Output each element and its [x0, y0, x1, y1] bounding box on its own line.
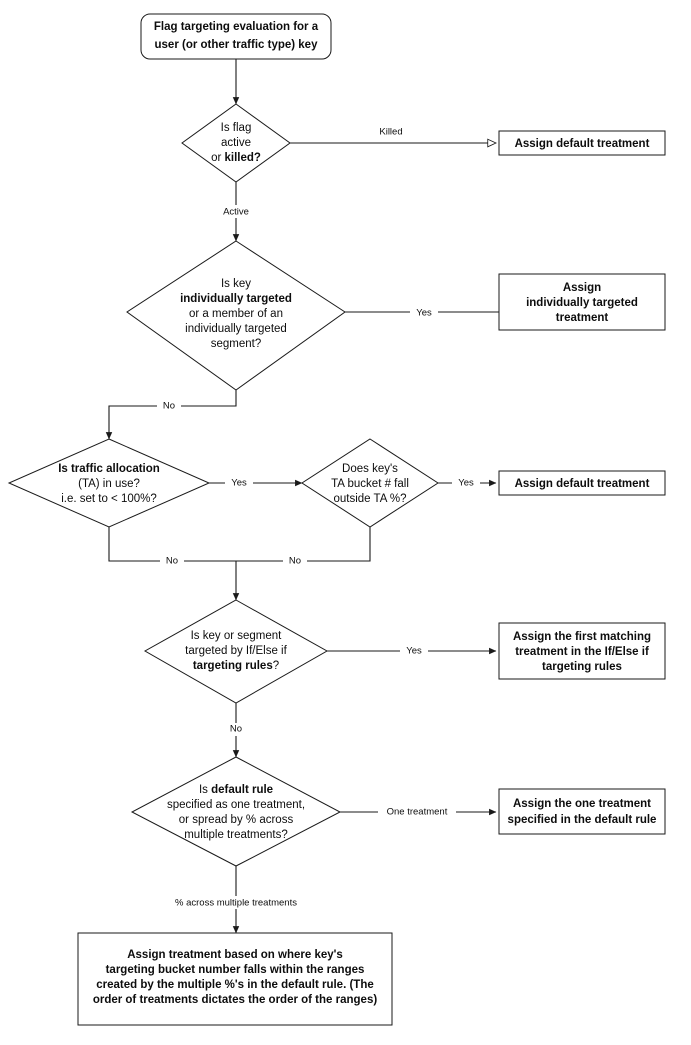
- d5-line-2-bold: targeting rules: [193, 660, 273, 672]
- d6-line-0: Is default rule: [199, 784, 273, 796]
- edge-label-yes-d2: Yes: [410, 306, 438, 319]
- t6-line-2: created by the multiple %'s in the defau…: [96, 979, 374, 991]
- node-t5-shape: [498, 788, 666, 835]
- d2-line-1: individually targeted: [180, 293, 292, 305]
- t2-line-1: individually targeted: [526, 297, 638, 309]
- node-start-label: Flag targeting evaluation for a user (or…: [154, 21, 319, 51]
- edge-label-yes-d5-text: Yes: [406, 646, 422, 657]
- t6-line-1: targeting bucket number falls within the…: [106, 964, 365, 976]
- d5-line-2: targeting rules?: [193, 660, 279, 672]
- edge-label-yes-d2-text: Yes: [416, 308, 432, 319]
- d4-line-1: TA bucket # fall: [331, 478, 409, 490]
- edge-label-active-text: Active: [223, 207, 249, 218]
- edge-label-no-d4-text: No: [289, 556, 301, 567]
- node-d4-label: Does key's TA bucket # fall outside TA %…: [331, 463, 409, 505]
- edge-label-no-d2-text: No: [163, 401, 175, 412]
- d2-line-3: individually targeted: [185, 323, 287, 335]
- edge-label-yes-d3-text: Yes: [231, 478, 247, 489]
- d5-line-0: Is key or segment: [191, 630, 283, 642]
- d3-line-2: i.e. set to < 100%?: [61, 493, 157, 505]
- d5-line-2-plain: ?: [273, 660, 279, 672]
- edge-label-one-treatment: One treatment: [378, 806, 456, 819]
- node-d3-label: Is traffic allocation (TA) in use? i.e. …: [58, 463, 160, 505]
- d6-line-0-plain: Is: [199, 784, 211, 796]
- node-t4-shape: [498, 622, 666, 680]
- t2-line-0: Assign: [563, 282, 601, 294]
- edge-label-no-d5-text: No: [230, 724, 242, 735]
- node-t6-label: Assign treatment based on where key's ta…: [93, 949, 378, 1006]
- d1-line-2-bold: killed?: [224, 152, 260, 164]
- node-d6-shape: [130, 756, 342, 867]
- t4-line-2: targeting rules: [542, 661, 622, 673]
- t1-line-0: Assign default treatment: [515, 138, 650, 150]
- t4-line-1: treatment in the If/Else if: [515, 646, 649, 658]
- node-d5-label: Is key or segment targeted by If/Else if…: [185, 630, 287, 672]
- edge-label-killed: Killed: [373, 125, 409, 138]
- d2-line-2: or a member of an: [189, 308, 283, 320]
- edge-label-pct-across-text: % across multiple treatments: [175, 898, 297, 909]
- node-t5-label: Assign the one treatment specified in th…: [508, 798, 657, 826]
- edge-label-one-treatment-text: One treatment: [387, 807, 448, 818]
- t6-line-3: order of treatments dictates the order o…: [93, 994, 378, 1006]
- node-t3-label: Assign default treatment: [515, 478, 650, 490]
- edge-label-yes-d3: Yes: [225, 477, 253, 490]
- edge-label-no-d3-text: No: [166, 556, 178, 567]
- node-d1-shape: [181, 103, 291, 183]
- d1-line-0: Is flag: [221, 122, 252, 134]
- d1-line-2-plain: or: [211, 152, 224, 164]
- t3-line-0: Assign default treatment: [515, 478, 650, 490]
- connector-d4-no-to-merge: [236, 527, 371, 562]
- edge-label-yes-d4: Yes: [452, 477, 480, 490]
- t6-line-0: Assign treatment based on where key's: [127, 949, 343, 961]
- start-line-1: user (or other traffic type) key: [155, 39, 319, 51]
- node-d6-label: Is default rule specified as one treatme…: [167, 784, 305, 841]
- node-d2-label: Is key individually targeted or a member…: [180, 278, 292, 350]
- d6-line-3: multiple treatments?: [184, 829, 288, 841]
- start-line-0: Flag targeting evaluation for a: [154, 21, 319, 33]
- node-t2-label: Assign individually targeted treatment: [526, 282, 638, 324]
- d5-line-1: targeted by If/Else if: [185, 645, 287, 657]
- d3-line-0: Is traffic allocation: [58, 463, 160, 475]
- edge-label-yes-d4-text: Yes: [458, 478, 474, 489]
- t2-line-2: treatment: [556, 312, 609, 324]
- d2-line-4: segment?: [211, 338, 262, 350]
- node-d5-shape: [143, 599, 329, 704]
- node-t1-label: Assign default treatment: [515, 138, 650, 150]
- node-d1-label: Is flag active or killed?: [211, 122, 261, 164]
- edge-label-active: Active: [218, 205, 254, 218]
- node-t4-label: Assign the first matching treatment in t…: [513, 631, 651, 673]
- connector-d2-to-d3-no: [105, 390, 237, 440]
- edge-label-killed-text: Killed: [379, 127, 402, 138]
- d3-line-1: (TA) in use?: [78, 478, 140, 490]
- edge-label-yes-d5: Yes: [400, 645, 428, 658]
- node-d3-shape: [7, 438, 211, 528]
- node-t6-shape: [77, 932, 393, 1026]
- node-t1-shape: [498, 130, 666, 156]
- d6-line-0-bold: default rule: [211, 784, 273, 796]
- d1-line-1: active: [221, 137, 251, 149]
- d4-line-2: outside TA %?: [333, 493, 406, 505]
- edge-label-no-d3: No: [160, 555, 184, 568]
- d6-line-2: or spread by % across: [179, 814, 294, 826]
- node-t2-shape: [498, 273, 666, 331]
- edge-label-pct-across: % across multiple treatments: [159, 896, 313, 909]
- node-t3-shape: [498, 470, 666, 496]
- node-start-shape: [140, 13, 332, 60]
- node-d4-shape: [301, 438, 439, 528]
- connector-d3-no-to-merge: [108, 527, 236, 562]
- node-d2-shape: [126, 240, 346, 391]
- t5-line-1: specified in the default rule: [508, 814, 657, 826]
- d4-line-0: Does key's: [342, 463, 398, 475]
- d6-line-1: specified as one treatment,: [167, 799, 305, 811]
- d2-line-0: Is key: [221, 278, 251, 290]
- edge-label-no-d2: No: [157, 400, 181, 413]
- t4-line-0: Assign the first matching: [513, 631, 651, 643]
- t5-line-0: Assign the one treatment: [513, 798, 651, 810]
- edge-label-no-d4: No: [283, 555, 307, 568]
- d1-line-2: or killed?: [211, 152, 261, 164]
- edge-label-no-d5: No: [224, 723, 248, 736]
